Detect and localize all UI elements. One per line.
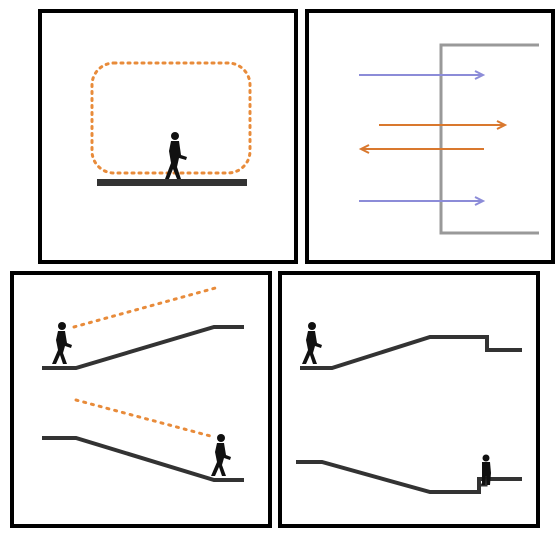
blue-arrow-top [359, 71, 483, 79]
panel-ramps-sightlines [10, 271, 272, 528]
panel-flat-ground-loop [38, 9, 298, 264]
upward-ramp-with-step [300, 337, 522, 368]
panel-arrows-wall [305, 9, 555, 264]
ramps-sightlines-svg [14, 275, 268, 524]
arrows-wall-svg [309, 13, 551, 260]
walking-person-icon-lower [211, 434, 231, 476]
wall-bracket [441, 45, 539, 233]
orange-arrow-left [361, 145, 484, 153]
walking-person-icon-upper [302, 322, 322, 364]
walking-person-icon-upper [52, 322, 72, 364]
upward-ramp [42, 327, 244, 368]
standing-person-icon [482, 455, 491, 486]
blue-arrow-bottom [359, 197, 483, 205]
ramps-step-svg [282, 275, 536, 524]
dotted-sightline-upper [74, 287, 219, 327]
ground-bar [97, 179, 247, 186]
panel-ramps-step [278, 271, 540, 528]
flat-ground-loop-svg [42, 13, 294, 260]
dotted-sightline-lower [76, 400, 214, 437]
